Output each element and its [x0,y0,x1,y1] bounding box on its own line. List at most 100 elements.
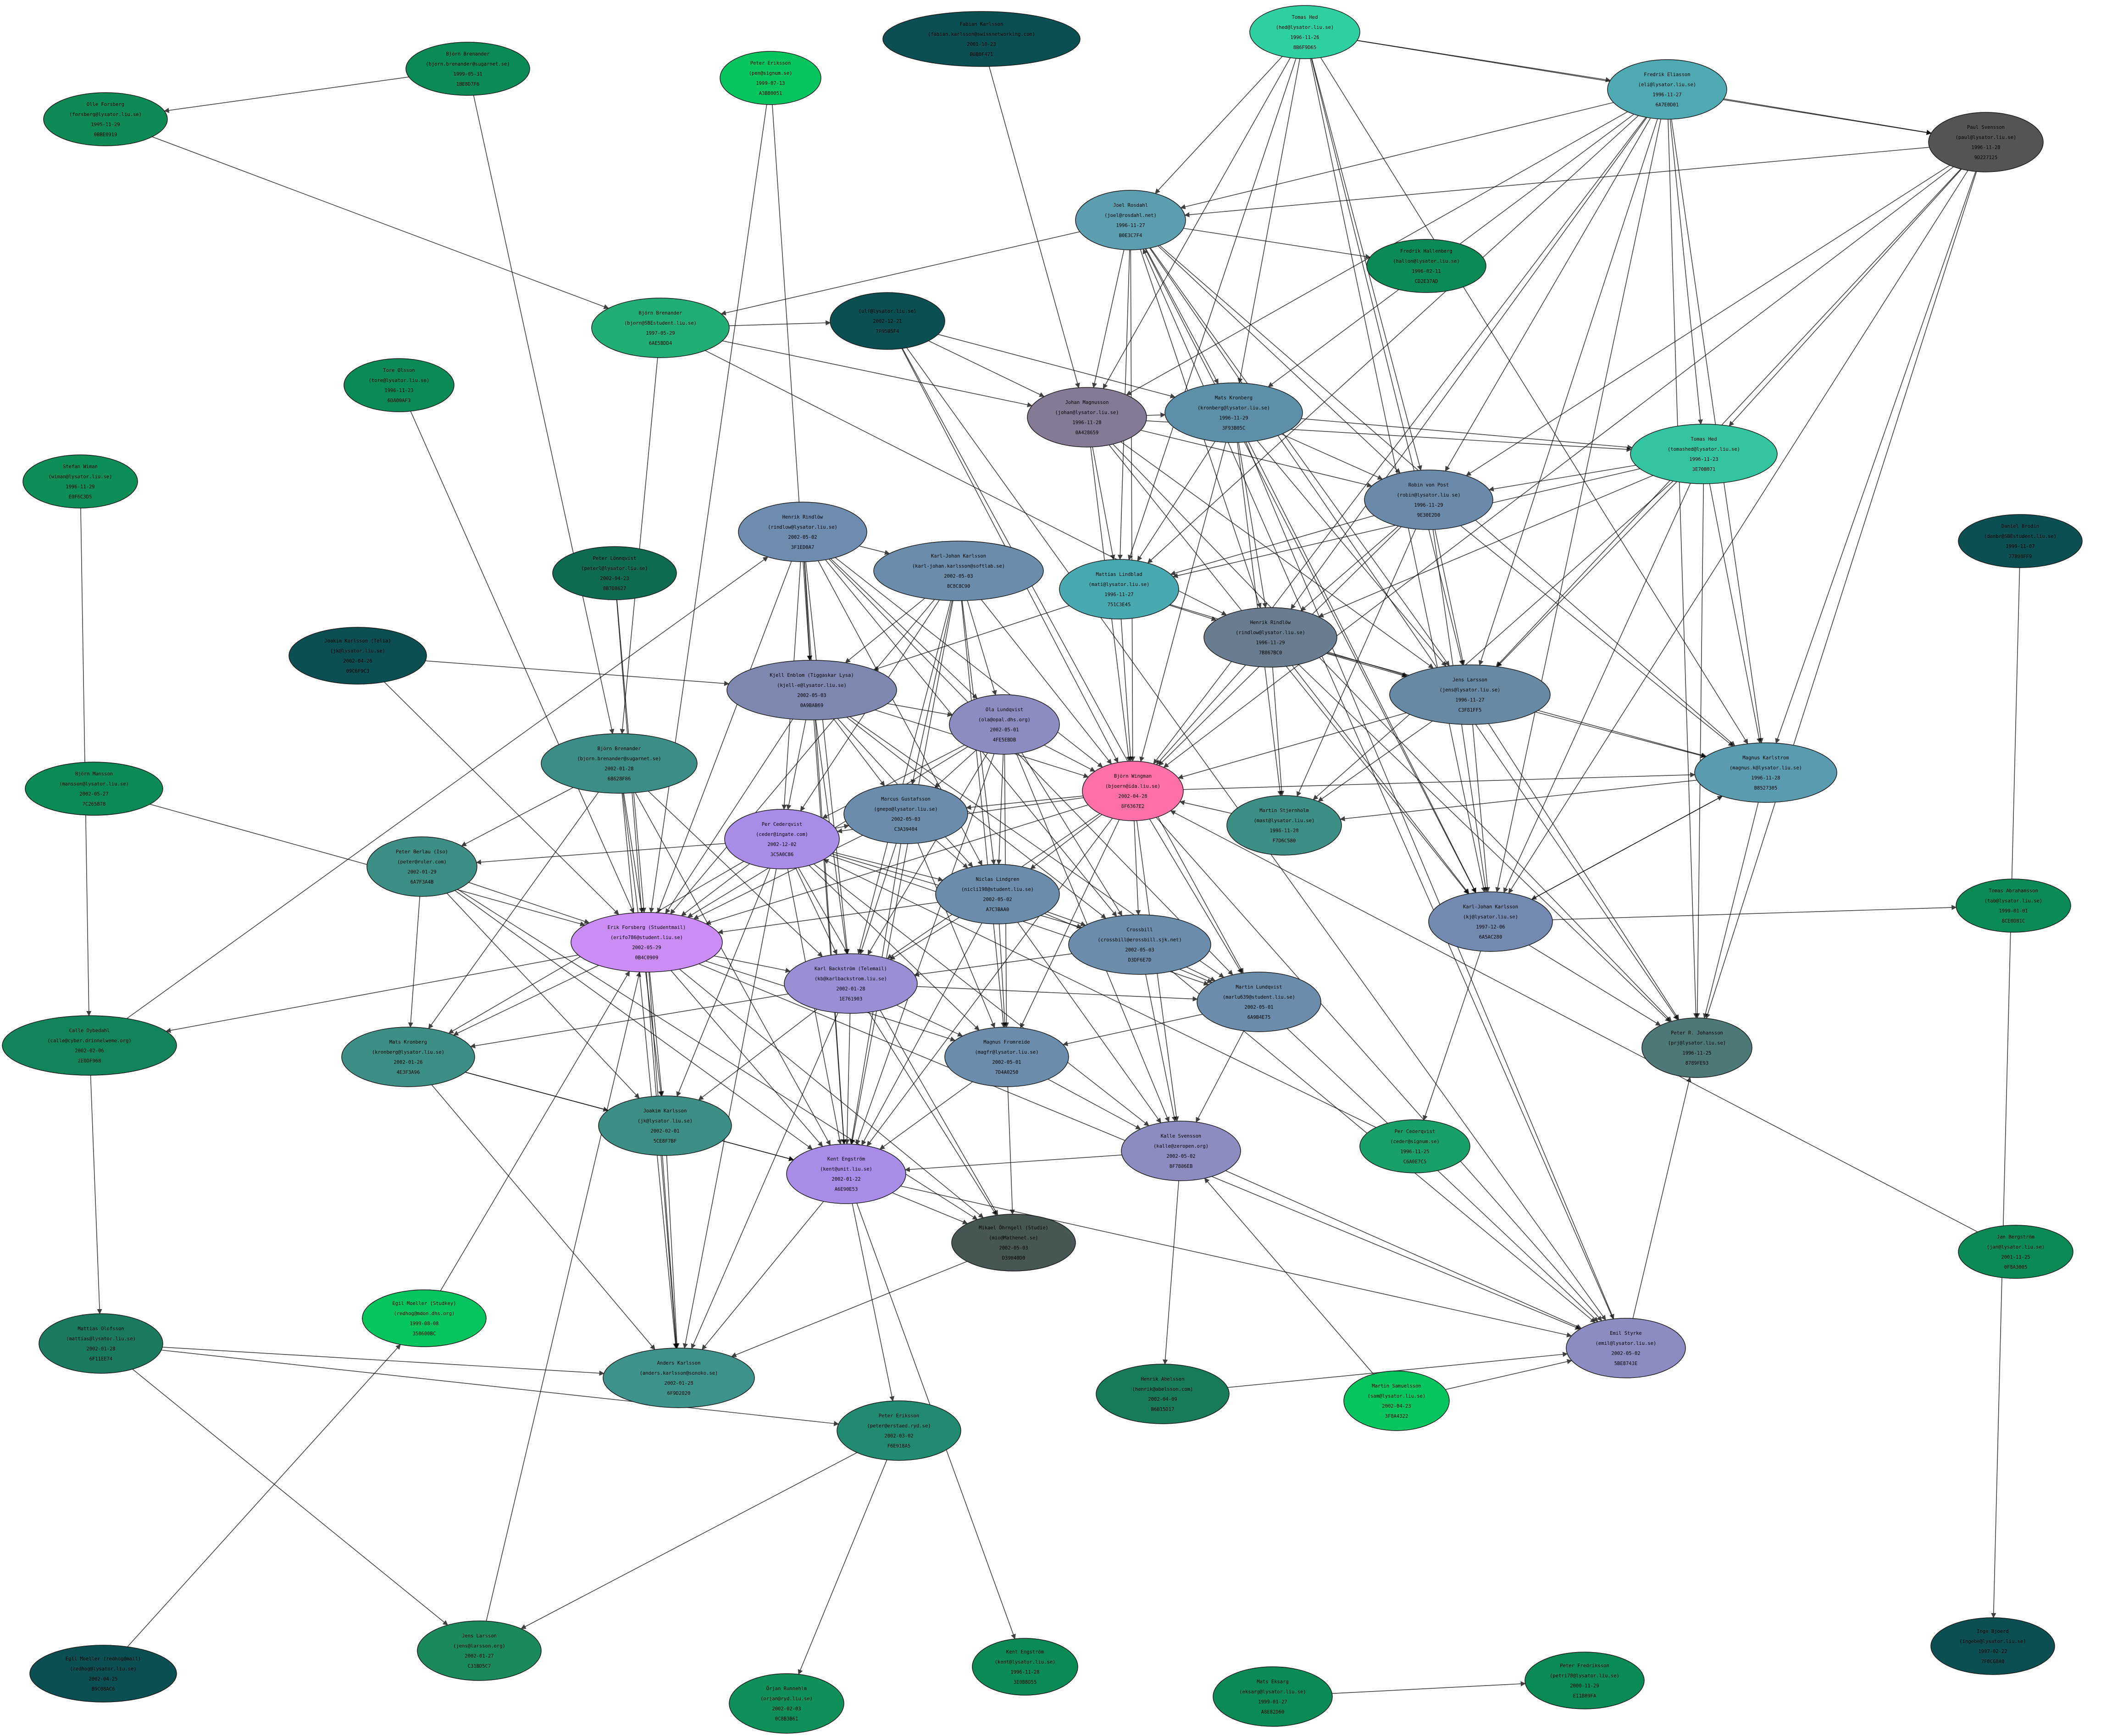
key-node-n37[interactable]: Karl-Johan Karlsson(kj@lysator.liu.se)19… [1428,891,1553,952]
key-node-n14[interactable]: Tomas Hed(tomashed@lysator.liu.se)1996-1… [1630,424,1778,484]
key-node-n47[interactable]: Joakim Karlsson(jk@lysator.liu.se)2002-0… [598,1095,732,1156]
key-node-n30[interactable]: Björn Brenander(bjorn.brenander@sugarnet… [541,733,698,794]
key-node-n17[interactable]: Robin von Post(robin@lysator.liu.se)1996… [1364,470,1493,530]
signature-edge-n14-n27 [1497,481,1677,667]
key-date: 1999-11-07 [2006,544,2034,549]
signature-edge-n41-n42 [917,986,1198,1002]
key-email: (kjell-e@lysator.liu.se) [777,683,847,688]
key-node-n63[interactable]: Kent Engström(kent@lysator.liu.se)1996-1… [972,1638,1078,1696]
key-node-n28[interactable]: Björn Wingman(bjoern@ida.liu.se)2002-04-… [1082,761,1184,821]
key-node-n24[interactable]: Joakim Karlsson (Telia)(jk@lysator.liu.s… [288,627,427,685]
key-node-n55[interactable]: Anders Karlsson(anders.karlsson@sonoko.s… [603,1348,755,1408]
signature-edge-n7-n14 [1729,169,1962,426]
signature-edge-n12-n37 [1109,444,1469,895]
key-node-n52[interactable]: Mikael Öhrngell (Studie)(mio@Mathenet.se… [951,1214,1076,1272]
key-date: 2002-05-01 [990,727,1019,733]
key-node-n13[interactable]: Mats Kronberg(kronberg@lysator.liu.se)19… [1164,382,1303,443]
key-node-n46[interactable]: Peter R. Johansson(prj@lysator.liu.se)19… [1641,1017,1752,1078]
key-node-n8[interactable]: Joel Rosdahl(joel@rosdahl.net)1996-11-27… [1075,190,1186,250]
key-node-n53[interactable]: Egil Moeller (Studkey)(redhog@mdon.dhs.o… [362,1289,487,1347]
key-node-n26[interactable]: Ola Lundqvist(ola@opal.dhs.org)2002-05-0… [949,694,1060,755]
key-date: 2002-04-28 [1118,794,1147,799]
key-node-ellipse [571,912,723,973]
signature-edge-n14-n46 [1695,483,1704,1019]
key-node-n64[interactable]: Mats Eksarg(eksarg@lysator.liu.se)1999-0… [1213,1666,1333,1727]
key-node-n38[interactable]: Tomas Abrahamsson(tab@lysator.liu.se)199… [1956,879,2071,933]
key-node-n6[interactable]: Fredrik Eliasson(eli@lysator.liu.se)1996… [1607,59,1727,120]
key-node-n19[interactable]: Karl-Johan Karlsson(karl-johan.karlsson@… [873,541,1044,601]
signature-edge-n27-n34 [1318,720,1433,802]
key-node-n29[interactable]: Magnus Karlstrom(magnus.k@lysator.liu.se… [1694,742,1837,803]
key-node-n12[interactable]: Johan Magnusson(johan@lysator.liu.se)199… [1027,387,1147,448]
key-node-n56[interactable]: Henrik Abelsson(henrik@abelsson.com)2002… [1096,1364,1230,1424]
key-owner-name: Fredrik Eliasson [1644,72,1690,77]
key-node-n51[interactable]: Jan Bergström(jan@lysator.liu.se)2001-11… [1958,1225,2073,1279]
key-node-n50[interactable]: Kent Engström(kent@unit.liu.se)2002-01-2… [786,1144,906,1204]
key-node-n34[interactable]: Martin Stjernholm(mast@lysator.liu.se)19… [1226,795,1342,856]
signature-edge-n6-n7 [1724,98,1932,135]
key-node-n39[interactable]: Erik Forsberg (Studentmail)(erifo786@stu… [571,912,723,973]
key-node-n20[interactable]: Peter Lönnqvist(peterl@lysator.liu.se)20… [552,546,677,600]
signature-edge-n5-n8 [1155,56,1283,194]
signature-edge-n32-n45 [809,865,980,1031]
signature-edge-n40-n41 [914,953,1072,977]
key-node-n5[interactable]: Tomas Hed(hed@lysator.liu.se)1996-11-268… [1249,5,1360,59]
key-date: 2002-05-29 [632,945,661,951]
key-node-n54[interactable]: Mattias Olofsson(mattias@lysator.liu.se)… [39,1313,163,1374]
key-node-n36[interactable]: Niclas Lindgren(nicli198@student.liu.se)… [935,864,1060,924]
key-node-n31[interactable]: Björn Mansson(mansson@lysator.liu.se)200… [25,762,163,816]
key-node-n41[interactable]: Karl Backström (Telemail)(kb@karlbackstr… [784,953,918,1014]
key-id: 8CE0D81C [2002,918,2025,924]
key-node-n45[interactable]: Magnus Fromreide(magfr@lysator.liu.se)20… [944,1027,1069,1087]
key-id: 3E70B071 [1692,467,1716,472]
key-node-ellipse [1928,112,2044,172]
key-node-n15[interactable]: Tore Olsson(tore@lysator.liu.se)1996-11-… [344,358,455,412]
key-email: (eksarg@lysator.liu.se) [1239,1689,1306,1695]
signature-edge-n60-n53 [127,1344,401,1648]
key-node-n44[interactable]: Mats Kronberg(kronberg@lysator.liu.se)20… [341,1027,475,1087]
key-node-n49[interactable]: Kalle Svensson(kalle@zeropen.org)2002-05… [1121,1121,1241,1181]
key-node-n42[interactable]: Martin Lundqvist(marlu639@student.liu.se… [1197,972,1321,1032]
key-node-n43[interactable]: Calle Dybedahl(calle@cyber.drinnelweme.o… [2,1015,177,1076]
key-email: (mast@lysator.liu.se) [1254,818,1315,824]
key-node-n40[interactable]: Crossbill(crossbill@erossbill.sjk.net)20… [1068,914,1211,975]
key-node-n23[interactable]: Daniel Brodin(danbr@SBEstudent.liu.se)19… [1958,514,2083,568]
key-node-n18[interactable]: Henrik Rindlöw(rindlow@lysator.liu.se)20… [738,502,867,562]
key-node-n2[interactable]: Björn Brenander(bjorn.brenander@sugarnet… [405,42,530,96]
signature-edge-n19-n50 [850,600,953,1145]
signature-edge-n30-n44 [428,792,599,1029]
key-date: 1997-05-29 [646,331,675,336]
signature-edge-n6-n14 [1669,119,1703,425]
key-node-n25[interactable]: Kjell Enblom (Tiggaskar Lysa)(kjell-e@ly… [726,660,897,720]
key-node-n27[interactable]: Jens Larsson(jens@lysator.liu.se)1996-11… [1389,664,1551,725]
key-node-n58[interactable]: Martin Samuelsson(sam@lysator.liu.se)200… [1343,1371,1450,1431]
key-node-n9[interactable]: Fredrik Hallenberg(hallon@lysator.liu.se… [1366,239,1486,293]
key-node-n61[interactable]: Jens Larsson(jens@larsson.org)2002-01-27… [417,1620,542,1681]
key-node-n22[interactable]: Henrik Rindlöw(rindlow@lysator.liu.se)19… [1203,607,1337,668]
key-node-n4[interactable]: Fabian Karlsson(fabian.karlsson@swissnet… [882,11,1081,67]
signature-edge-n19-n41 [857,600,951,955]
signature-edge-n43-n54 [90,1075,102,1315]
key-node-n7[interactable]: Paul Svensson(paul@lysator.liu.se)1996-1… [1928,112,2044,172]
key-node-n57[interactable]: Emil Styrke(emil@lysator.liu.se)2002-05-… [1566,1318,1686,1378]
key-node-ellipse [2,1015,177,1076]
key-node-n32[interactable]: Per Cederqvist(ceder@ingate.com)2002-12-… [724,809,840,869]
key-node-n10[interactable]: Björn Brenander(bjorn@SBEstudent.liu.se)… [591,298,730,358]
key-node-n16[interactable]: Stefan Wiman(wiman@lysator.liu.se)1996-1… [22,454,138,509]
key-node-n59[interactable]: Peter Eriksson(peter@erstaed.ryd.se)2002… [837,1400,961,1461]
signature-edge-n40-n49 [1145,974,1177,1122]
key-node-n48[interactable]: Per Cederqvist(ceder@signum.se)1996-11-2… [1359,1119,1470,1173]
key-node-n1[interactable]: Olle Forsberg(forsberg@lysator.liu.se)19… [43,92,168,146]
key-node-n3[interactable]: Peter Eriksson(pen@signum.se)1999-07-13A… [720,51,821,105]
key-owner-name: Björn Mansson [75,771,113,777]
key-node-n21[interactable]: Mattias Lindblad(mati@lysator.liu.se)199… [1059,559,1179,619]
key-node-n66[interactable]: Inge Bjoerd(ingebe@lysator.liu.se)1997-0… [1930,1617,2055,1675]
signature-edge-n25-n26 [887,703,953,717]
key-node-n60[interactable]: Egil Moeller (redhog@mail)(redhog@lysato… [29,1645,177,1703]
key-node-n35[interactable]: Peter Berlau (Iso)(peter@ruler.com)2002-… [366,836,477,897]
key-id: 5CE8F7BF [654,1139,677,1144]
key-node-n65[interactable]: Peter Fredriksson(petri78@lysator.liu.se… [1524,1652,1645,1709]
key-node-n62[interactable]: Örjan Runnehlm(orjan@ryd.liu.se)2002-02-… [729,1673,844,1734]
key-node-n33[interactable]: Marcus Gustafsson(gnepo@lysator.liu.se)2… [843,784,968,844]
